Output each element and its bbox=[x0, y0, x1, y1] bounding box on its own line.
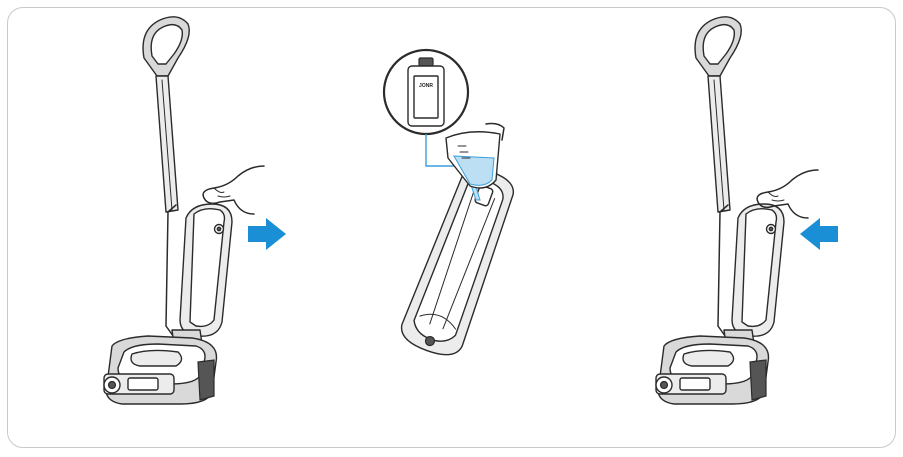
vacuum-cleaner-icon bbox=[656, 17, 784, 404]
step-fill-tank: JONR bbox=[384, 50, 522, 361]
step-insert-tank bbox=[656, 17, 838, 404]
water-tank-icon bbox=[396, 161, 521, 361]
measuring-cup-icon bbox=[446, 124, 504, 189]
bottle-label: JONR bbox=[419, 83, 433, 89]
arrow-left-icon bbox=[800, 218, 838, 250]
vacuum-cleaner-icon bbox=[104, 17, 232, 404]
arrow-right-icon bbox=[248, 218, 286, 250]
step-remove-tank bbox=[104, 17, 286, 404]
cleaning-solution-bottle-icon: JONR bbox=[384, 50, 468, 134]
